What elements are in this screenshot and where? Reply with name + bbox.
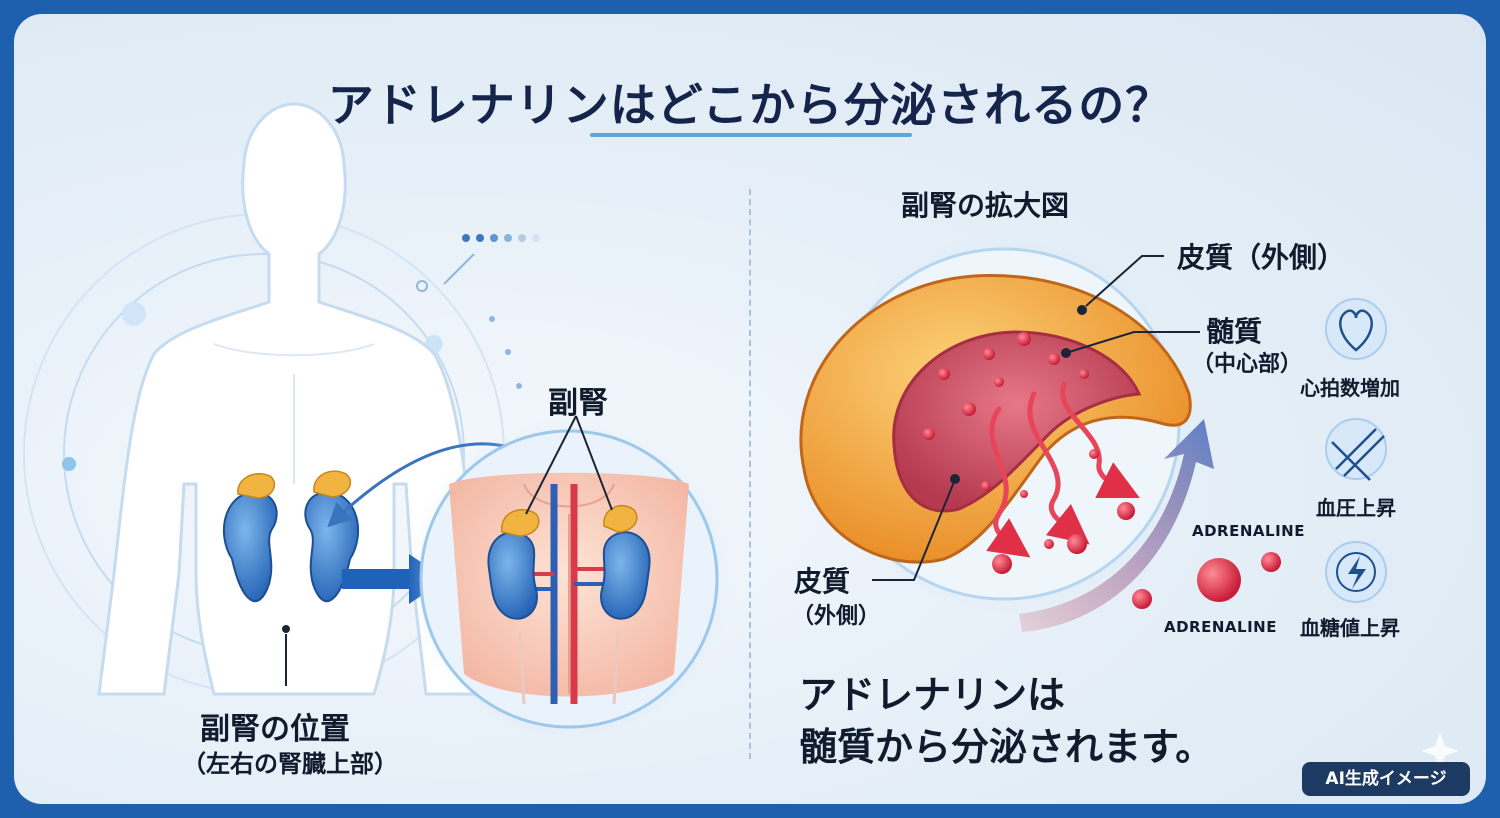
effect-blood-pressure: 血圧上昇 <box>1316 496 1396 520</box>
sparkle-icon <box>1421 732 1459 770</box>
magnified-torso <box>407 417 731 741</box>
conclusion-line-1: アドレナリンは <box>799 673 1066 717</box>
medulla-label: 髄質 <box>1206 315 1263 348</box>
adrenaline-label: ADRENALINE <box>1164 618 1277 636</box>
heart-icon <box>1325 298 1387 360</box>
illustration <box>23 102 1459 770</box>
title-underline <box>590 133 912 137</box>
lightning-icon <box>1325 541 1387 603</box>
blood-vessel-icon <box>1325 418 1387 481</box>
cortex-inner-sub: （外側） <box>792 604 881 629</box>
effect-blood-sugar: 血糖値上昇 <box>1300 616 1400 640</box>
ai-generated-badge: AI生成イメージ <box>1302 762 1470 796</box>
label-pointers <box>872 255 1200 581</box>
cortex-outer-label: 皮質（外側） <box>1177 241 1346 274</box>
infographic-frame: アドレナリンはどこから分泌されるの？ 副腎 副腎の位置 （左右の腎臓上部） 副腎… <box>14 14 1486 804</box>
zoom-heading: 副腎の拡大図 <box>901 189 1070 222</box>
conclusion-line-2: 髄質から分泌されます。 <box>799 725 1214 769</box>
section-divider <box>749 189 751 759</box>
adrenal-position-sub: （左右の腎臓上部） <box>182 750 398 778</box>
decorative-dots <box>416 234 540 389</box>
adrenaline-molecules <box>981 449 1281 609</box>
adrenal-pointer-lines <box>525 415 613 515</box>
cortex-inner-label: 皮質 <box>794 565 851 598</box>
page-title: アドレナリンはどこから分泌されるの？ <box>327 78 1173 132</box>
adrenaline-label: ADRENALINE <box>1192 522 1305 540</box>
position-pointer <box>282 625 290 686</box>
adrenal-position-label: 副腎の位置 <box>200 712 350 747</box>
effect-arrow <box>1019 419 1214 632</box>
medulla-sub: （中心部） <box>1192 352 1303 377</box>
secretion-arrows <box>986 381 1140 558</box>
body-kidney-left <box>222 473 278 603</box>
effect-heart-rate: 心拍数増加 <box>1300 376 1400 400</box>
adrenal-label: 副腎 <box>548 386 608 421</box>
